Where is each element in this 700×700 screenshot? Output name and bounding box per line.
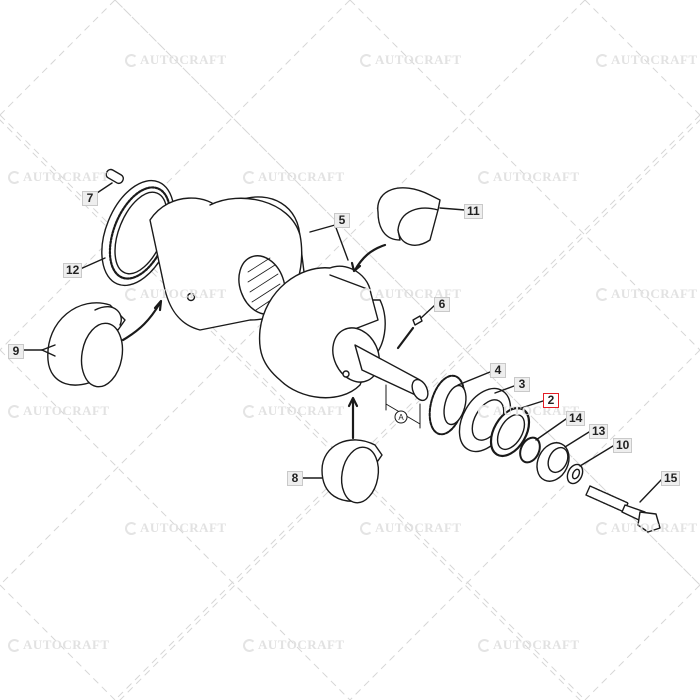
- callout-7[interactable]: 7: [82, 191, 98, 206]
- dowel-pin-part: [96, 168, 125, 194]
- callout-15[interactable]: 15: [661, 471, 681, 486]
- pulley-hub-part: [536, 431, 590, 482]
- callout-12[interactable]: 12: [63, 263, 83, 278]
- washer-part: [566, 445, 614, 485]
- callout-11[interactable]: 11: [464, 204, 483, 219]
- o-ring-part: [519, 418, 567, 464]
- thrust-bearing-shell-part: [21, 302, 126, 388]
- callout-10[interactable]: 10: [613, 438, 633, 453]
- callout-9[interactable]: 9: [8, 344, 24, 359]
- callout-4[interactable]: 4: [490, 363, 506, 378]
- callout-8[interactable]: 8: [287, 471, 303, 486]
- main-bearing-shell-lower-part: [299, 439, 383, 504]
- dimension-a-circle: [394, 410, 408, 424]
- callout-3[interactable]: 3: [514, 377, 530, 392]
- front-oil-seal-part: [489, 400, 544, 457]
- assembly-arrows: [121, 243, 415, 440]
- callout-5[interactable]: 5: [334, 213, 350, 228]
- crankshaft-part: [149, 196, 429, 402]
- crankshaft-bolt-part: [585, 478, 663, 533]
- callout-6[interactable]: 6: [434, 297, 450, 312]
- callout-14[interactable]: 14: [566, 411, 586, 426]
- callout-2[interactable]: 2: [543, 393, 559, 408]
- crankshaft-gear-part: [428, 371, 491, 436]
- main-bearing-shell-upper-part: [377, 187, 466, 246]
- dimension-a-label: A: [398, 413, 404, 422]
- woodruff-key-part: [412, 304, 436, 326]
- callout-13[interactable]: 13: [589, 424, 609, 439]
